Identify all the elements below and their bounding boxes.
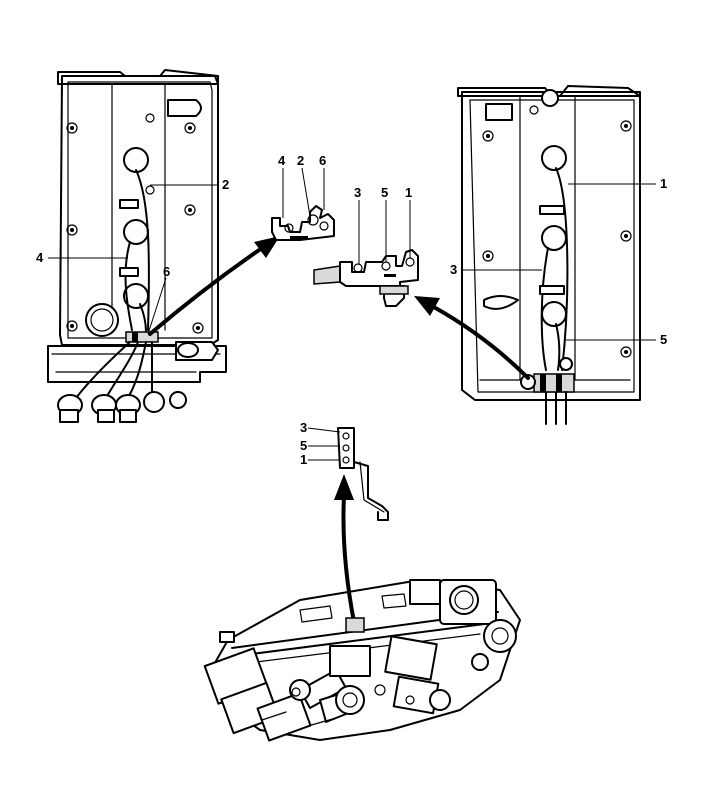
right-head-label-1: 1 xyxy=(660,176,667,191)
right-cylinder-head xyxy=(457,85,641,425)
clip-label-5: 5 xyxy=(381,185,388,200)
clip-label-4: 4 xyxy=(278,153,286,168)
left-cylinder-head xyxy=(47,69,227,423)
bracket-label-1: 1 xyxy=(300,452,307,467)
clip-label-2: 2 xyxy=(297,153,304,168)
wire-clip-3-5-1 xyxy=(313,249,419,307)
clip-4-2-6-labels: 4 2 6 xyxy=(278,153,326,218)
intake-manifold xyxy=(203,579,521,742)
wire-clip-4-2-6 xyxy=(271,205,335,241)
right-head-label-5: 5 xyxy=(660,332,667,347)
bracket-label-3: 3 xyxy=(300,420,307,435)
right-head-label-3: 3 xyxy=(450,262,457,277)
wire-bracket xyxy=(337,427,389,521)
left-head-label-4: 4 xyxy=(36,250,44,265)
clip-label-3: 3 xyxy=(354,185,361,200)
right-head-labels: 1 3 5 xyxy=(450,176,667,347)
clip-label-1: 1 xyxy=(405,185,412,200)
arrow-left-clip xyxy=(148,236,280,336)
left-head-label-6: 6 xyxy=(163,264,170,279)
clip-label-6: 6 xyxy=(319,153,326,168)
clip-3-5-1-labels: 3 5 1 xyxy=(354,185,412,264)
arrow-right-clip xyxy=(414,296,530,380)
arrow-bracket xyxy=(334,474,356,624)
left-head-label-2: 2 xyxy=(222,177,229,192)
bracket-labels: 3 5 1 xyxy=(300,420,341,467)
bracket-label-5: 5 xyxy=(300,438,307,453)
left-head-labels: 2 4 6 xyxy=(36,177,229,335)
